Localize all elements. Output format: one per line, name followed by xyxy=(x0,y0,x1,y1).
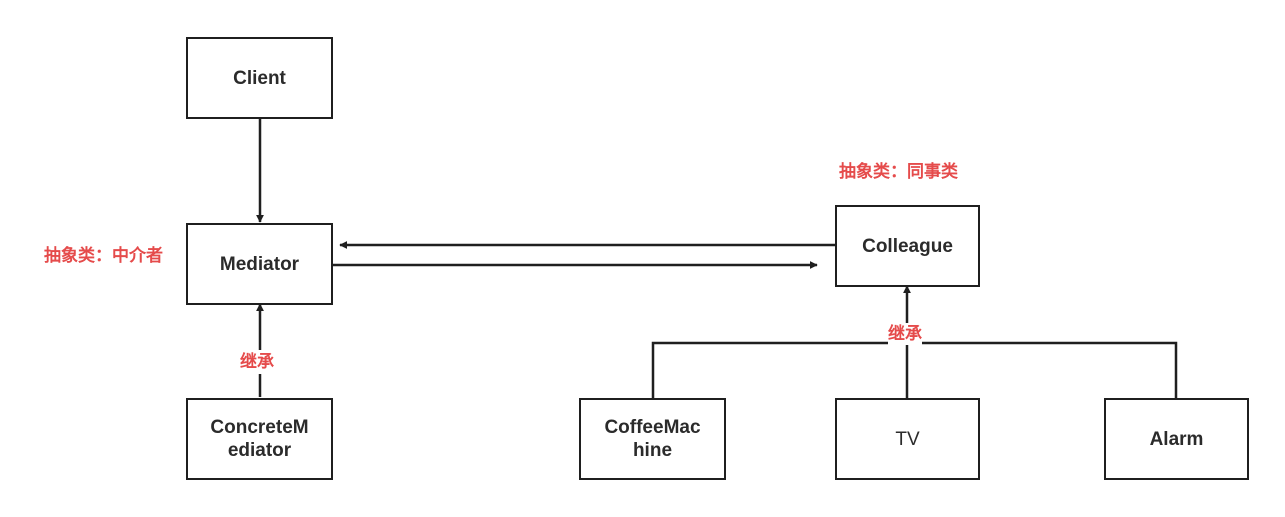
mediator-abstract-label: 抽象类：中介者 xyxy=(44,246,163,266)
client-node: Client xyxy=(186,37,333,119)
tv-node: TV xyxy=(835,398,980,480)
colleague-abstract-label: 抽象类：同事类 xyxy=(839,162,958,182)
alarm-node: Alarm xyxy=(1104,398,1249,480)
mediator-inherit-label: 继承 xyxy=(240,350,274,374)
concrete-mediator-node: ConcreteM ediator xyxy=(186,398,333,480)
colleague-inherit-label: 继承 xyxy=(888,323,922,345)
colleague-inherit-bus xyxy=(651,341,1178,398)
mediator-node: Mediator xyxy=(186,223,333,305)
coffee-machine-node: CoffeeMac hine xyxy=(579,398,726,480)
colleague-node: Colleague xyxy=(835,205,980,287)
